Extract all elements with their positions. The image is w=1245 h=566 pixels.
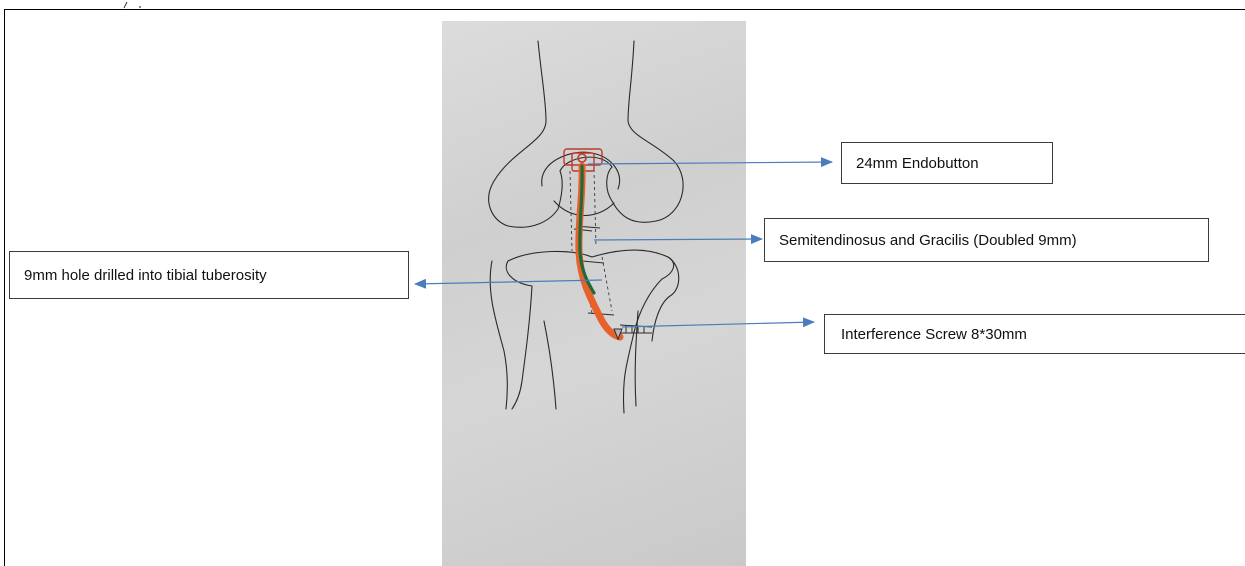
fibula-head <box>652 257 679 341</box>
femoral-tunnel-dash-left <box>570 171 572 251</box>
femur-right-edge <box>628 41 683 221</box>
label-interference-screw-text: Interference Screw 8*30mm <box>841 326 1027 343</box>
leg-contour-left <box>490 261 507 409</box>
label-tibial-tunnel: 9mm hole drilled into tibial tuberosity <box>9 251 409 299</box>
tibia-right-edge <box>623 279 662 413</box>
femur-left-edge <box>489 41 546 226</box>
stray-mark <box>118 0 148 10</box>
figure-frame-left <box>4 9 5 566</box>
tibia-lower-left <box>544 321 556 409</box>
femoral-condyle-right <box>607 167 656 222</box>
label-graft-text: Semitendinosus and Gracilis (Doubled 9mm… <box>779 232 1077 249</box>
tibia-left-edge <box>512 286 532 409</box>
tibial-tunnel-dash-right <box>602 257 612 311</box>
label-interference-screw: Interference Screw 8*30mm <box>824 314 1245 354</box>
label-endobutton: 24mm Endobutton <box>841 142 1053 184</box>
femoral-condyle-left <box>508 171 562 227</box>
label-endobutton-text: 24mm Endobutton <box>856 155 979 172</box>
femoral-tunnel-dash-right <box>594 169 596 247</box>
tibial-plateau-left <box>506 261 532 286</box>
tunnel-mark-3 <box>582 261 604 263</box>
knee-sketch-drawing <box>442 21 746 566</box>
label-graft: Semitendinosus and Gracilis (Doubled 9mm… <box>764 218 1209 262</box>
figure-frame-top <box>4 9 1245 10</box>
label-tibial-tunnel-text: 9mm hole drilled into tibial tuberosity <box>24 267 267 284</box>
knee-sketch-photo <box>442 21 746 566</box>
tibial-plateau <box>508 250 674 279</box>
